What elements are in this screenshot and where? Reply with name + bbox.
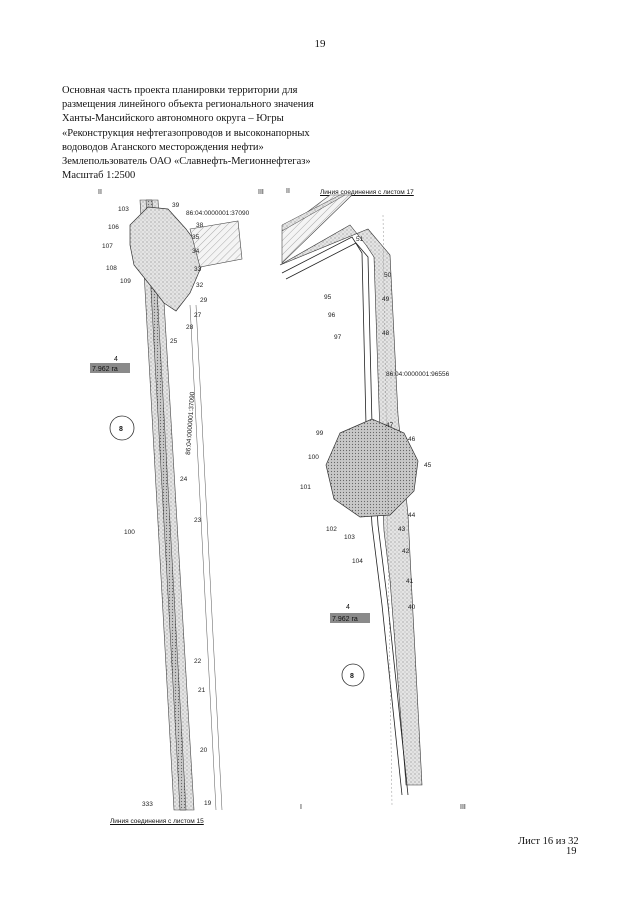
point-label: 46 — [408, 436, 416, 443]
point-label: 107 — [102, 243, 113, 250]
point-label: 104 — [352, 558, 363, 565]
area-value: 7.962 га — [92, 366, 118, 373]
point-label: 100 — [124, 529, 135, 536]
point-label: 35 — [192, 234, 200, 241]
area-value: 7.962 га — [332, 616, 358, 623]
caption-join-sheet-15: Линия соединения с листом 15 — [110, 818, 204, 825]
point-label: 33 — [194, 266, 202, 273]
area-id: 4 — [346, 604, 350, 611]
point-label: 42 — [402, 548, 410, 555]
point-label: 101 — [300, 484, 311, 491]
point-label: 47 — [386, 422, 394, 429]
point-label: 22 — [194, 658, 202, 665]
point-label: 32 — [196, 282, 204, 289]
footer-page-number: 19 — [566, 846, 577, 857]
point-label: 23 — [194, 517, 202, 524]
site-polygon — [325, 418, 419, 518]
road-strip — [281, 194, 346, 232]
corner-mark: II — [98, 189, 102, 196]
corner-mark: III — [460, 804, 466, 811]
site-polygon — [129, 206, 203, 312]
point-label: 99 — [316, 430, 324, 437]
point-label: 39 — [172, 202, 180, 209]
point-label: 50 — [384, 272, 392, 279]
corner-mark: III — [258, 189, 264, 196]
point-label: 97 — [334, 334, 342, 341]
point-label: 21 — [198, 687, 206, 694]
point-label: 95 — [324, 294, 332, 301]
point-label: 43 — [398, 526, 406, 533]
area-id: 4 — [114, 356, 118, 363]
header-line: Масштаб 1:2500 — [62, 170, 136, 182]
point-label: 20 — [200, 747, 208, 754]
sheet-number: Лист 16 из 32 — [518, 836, 579, 847]
point-label: 40 — [408, 604, 416, 611]
point-label: 27 — [194, 312, 202, 319]
point-label: 49 — [382, 296, 390, 303]
point-label: 48 — [382, 330, 390, 337]
pipeline-strip — [145, 199, 187, 811]
point-label: 100 — [308, 454, 319, 461]
header-line: Ханты-Мансийского автономного округа – Ю… — [62, 113, 284, 125]
point-label: 25 — [170, 338, 178, 345]
point-label: 45 — [424, 462, 432, 469]
cadastral-number-vertical: 86:04:0000001:37090 — [185, 391, 196, 455]
point-label: 103 — [344, 534, 355, 541]
point-label: 108 — [106, 265, 117, 272]
section-circle-label: 8 — [119, 426, 123, 433]
corner-mark: I — [300, 804, 302, 811]
caption-join-sheet-17: Линия соединения с листом 17 — [320, 189, 414, 196]
point-label: 24 — [180, 476, 188, 483]
section-circle — [341, 663, 365, 687]
cadastral-number: 86:04:0000001:37090 — [186, 210, 250, 217]
point-label: 109 — [120, 278, 131, 285]
survey-plan-drawing: II III 103 106 107 108 109 39 38 35 34 3… — [90, 188, 466, 811]
point-label: 41 — [406, 578, 414, 585]
boundary-line — [189, 304, 217, 811]
point-label: 38 — [196, 222, 204, 229]
cadastral-number: 86:04:0000001:96556 — [386, 371, 450, 378]
page-number: 19 — [314, 38, 326, 50]
point-label: 44 — [408, 512, 416, 519]
point-label: 102 — [326, 526, 337, 533]
point-label: 333 — [142, 801, 153, 808]
header-line: размещения линейного объекта регионально… — [62, 99, 314, 111]
section-circle — [109, 415, 135, 441]
point-label: 34 — [192, 248, 200, 255]
point-label: 19 — [204, 800, 212, 807]
left-panel: II III 103 106 107 108 109 39 38 35 34 3… — [90, 189, 264, 811]
point-label: 106 — [108, 224, 119, 231]
point-label: 51 — [356, 236, 364, 243]
header-line: «Реконструкция нефтегазопроводов и высок… — [62, 127, 310, 139]
right-panel: II I III 51 50 49 95 96 48 97 47 99 46 1… — [279, 188, 466, 811]
point-label: 29 — [200, 297, 208, 304]
corner-mark: II — [286, 188, 290, 195]
adjacent-plot — [189, 220, 243, 268]
point-label: 28 — [186, 324, 194, 331]
boundary-line — [195, 304, 223, 811]
point-label: 103 — [118, 206, 129, 213]
section-circle-label: 8 — [350, 673, 354, 680]
document-header: Основная часть проекта планировки террит… — [62, 84, 362, 183]
header-line: Основная часть проекта планировки террит… — [62, 85, 298, 96]
diagonal-band — [281, 194, 353, 264]
header-line: Землепользователь ОАО «Славнефть-Мегионн… — [62, 156, 311, 168]
point-label: 96 — [328, 312, 336, 319]
area-label-bg — [330, 613, 370, 623]
corridor-band — [279, 224, 423, 786]
header-line: водоводов Аганского месторождения нефти» — [62, 141, 264, 153]
area-label-bg — [90, 363, 130, 373]
